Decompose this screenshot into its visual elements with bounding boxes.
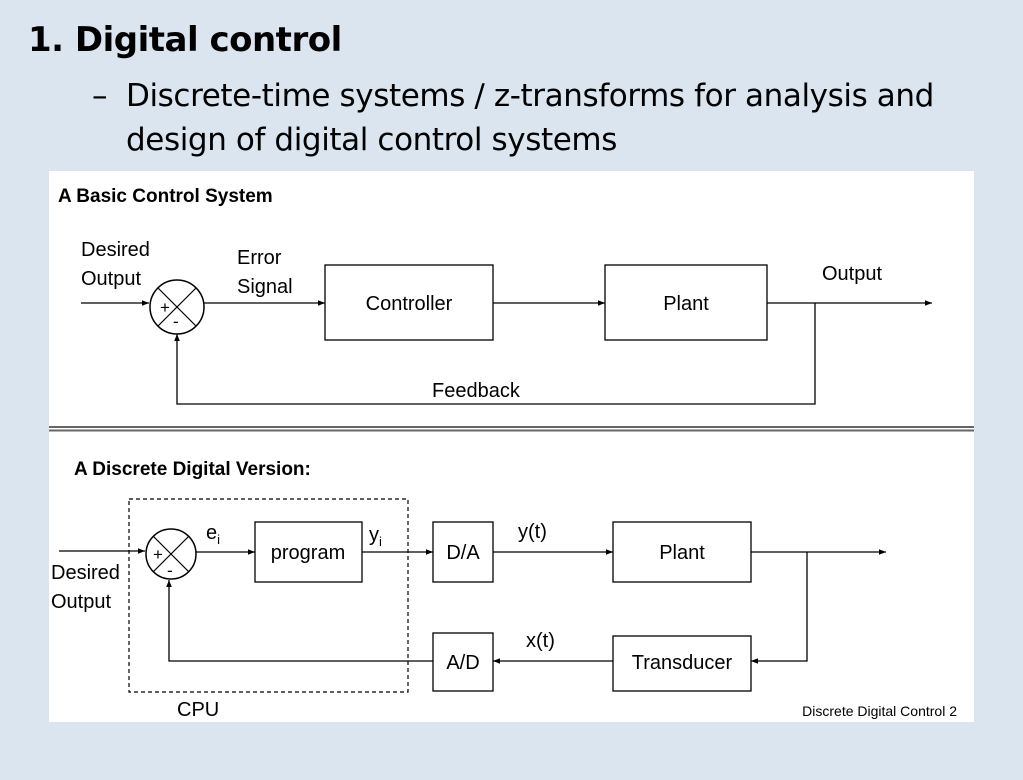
basic-minus-sign: - xyxy=(173,312,179,331)
basic-feedback-label: Feedback xyxy=(432,380,521,402)
basic-output-label: Output xyxy=(822,263,882,285)
discrete-minus-sign: - xyxy=(167,561,173,580)
discrete-input-label-line2: Output xyxy=(51,591,111,613)
discrete-feedback-to-summer xyxy=(166,580,433,662)
basic-error-label-line1: Error xyxy=(237,247,282,269)
basic-plant-label: Plant xyxy=(663,293,709,315)
discrete-plant-block xyxy=(612,521,752,583)
figure-footer: Discrete Digital Control 2 xyxy=(802,703,957,719)
xt-label: x(t) xyxy=(526,630,555,652)
cpu-boundary xyxy=(128,498,409,693)
basic-plant-block xyxy=(604,264,768,341)
da-label: D/A xyxy=(446,542,480,564)
transducer-block xyxy=(612,635,752,692)
discrete-plus-sign: + xyxy=(153,545,163,564)
ad-converter-block xyxy=(432,632,494,692)
control-system-figure: A Basic Control System Desired Output + … xyxy=(49,171,974,722)
output-symbol: y xyxy=(369,524,379,546)
discrete-summing-junction: + - xyxy=(145,528,197,580)
basic-summing-cross-b xyxy=(157,287,197,327)
basic-plus-sign: + xyxy=(160,298,170,317)
program-block xyxy=(254,521,363,583)
basic-control-system: A Basic Control System Desired Output + … xyxy=(58,186,932,405)
basic-input-label-line2: Output xyxy=(81,268,141,290)
discrete-error-label: ei xyxy=(206,522,220,547)
error-symbol: e xyxy=(206,522,217,544)
transducer-label: Transducer xyxy=(632,652,733,674)
error-subscript: i xyxy=(217,532,220,547)
ad-label: A/D xyxy=(446,652,479,674)
discrete-digital-version: A Discrete Digital Version: CPU Desired … xyxy=(51,459,957,721)
bullet-text: Discrete-time systems / z-transforms for… xyxy=(126,78,934,158)
discrete-feedback-to-transducer xyxy=(751,552,808,664)
basic-error-label-line2: Signal xyxy=(237,276,293,298)
basic-feedback-path xyxy=(174,303,816,405)
program-label: program xyxy=(271,542,345,564)
discrete-plant-label: Plant xyxy=(659,542,705,564)
cpu-label: CPU xyxy=(177,699,219,721)
basic-input-label-line1: Desired xyxy=(81,239,150,261)
basic-heading: A Basic Control System xyxy=(58,186,273,207)
program-output-label: yi xyxy=(369,524,382,549)
control-diagram: A Basic Control System Desired Output + … xyxy=(49,186,974,721)
bullet-dash: – xyxy=(92,78,108,114)
yt-label: y(t) xyxy=(518,521,547,543)
slide-title: 1. Digital control xyxy=(28,20,342,60)
discrete-heading: A Discrete Digital Version: xyxy=(74,459,311,480)
basic-summing-junction: + - xyxy=(149,279,205,335)
basic-controller-label: Controller xyxy=(366,293,453,315)
discrete-input-label-line1: Desired xyxy=(51,562,120,584)
output-subscript: i xyxy=(379,534,382,549)
discrete-summing-cross-b xyxy=(152,535,190,573)
